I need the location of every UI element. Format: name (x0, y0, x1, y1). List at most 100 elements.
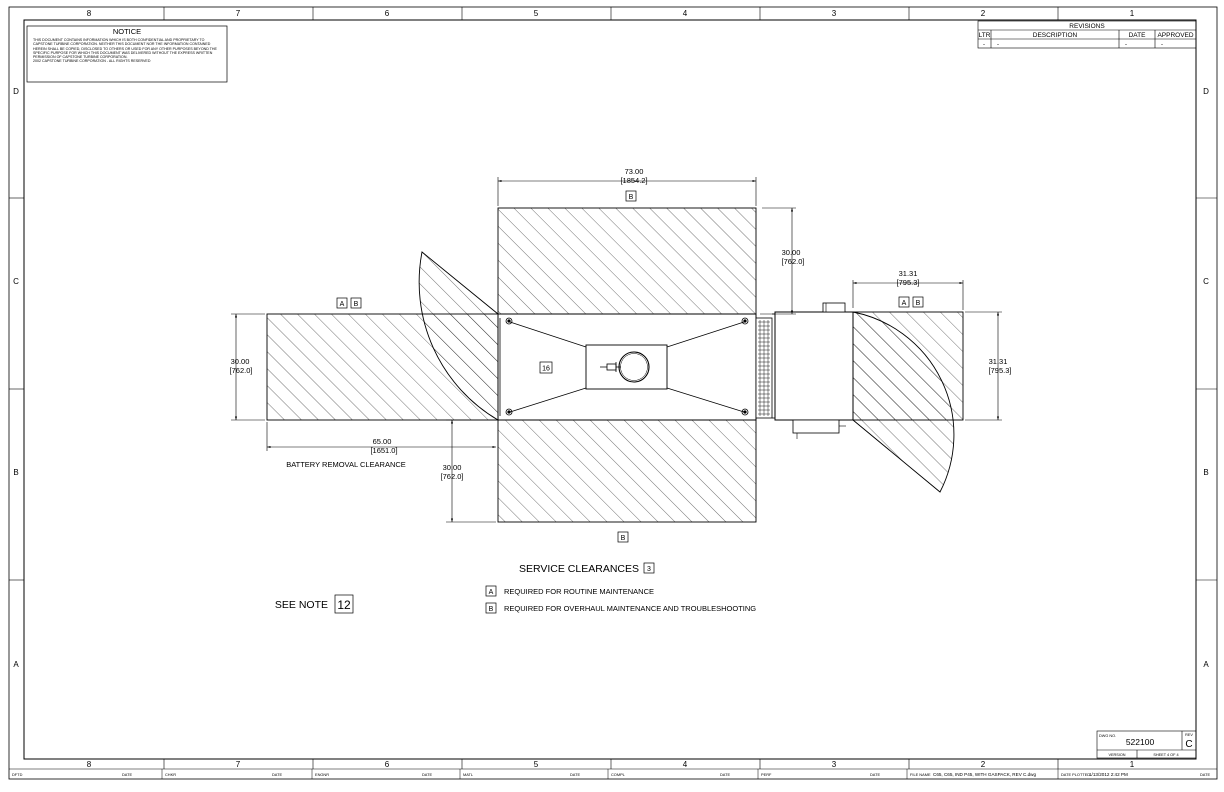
footer-matl: MATL (463, 772, 474, 777)
footer-compl: COMPL (611, 772, 626, 777)
revisions-table: REVISIONS LTR DESCRIPTION DATE APPROVED … (977, 20, 1197, 49)
note-12-ref: 12 (337, 598, 351, 612)
column-label: 2 (981, 760, 986, 769)
version-label: VERSION (1108, 753, 1125, 757)
row-label: C (13, 277, 19, 286)
clearance-zones (266, 207, 964, 523)
column-label: 1 (1130, 9, 1135, 18)
row-label: A (13, 660, 19, 669)
callout-b-right: B (916, 300, 921, 307)
revisions-cell: - (1161, 42, 1163, 48)
callout-b-top: B (629, 194, 634, 201)
footer-dftd: DFTD (12, 772, 23, 777)
footer-date: DATE (870, 772, 880, 777)
legend-b-text: REQUIRED FOR OVERHAUL MAINTENANCE AND TR… (504, 604, 756, 613)
footer-date: DATE (122, 772, 132, 777)
footer-plotted-label: DATE PLOTTED (1061, 772, 1090, 777)
column-label: 3 (832, 9, 837, 18)
item-16-callout: 16 (542, 366, 550, 373)
footer-filename-label: FILE NAME (910, 772, 931, 777)
bottom-clearance-zone (497, 419, 757, 523)
left-door-swing (418, 251, 499, 421)
drawing-frame (8, 6, 1218, 780)
revisions-cell: - (983, 42, 985, 48)
column-label: 2 (981, 9, 986, 18)
dim-top-width-mm: [1854.2] (620, 176, 647, 185)
main-enclosure (497, 313, 757, 421)
revisions-title: REVISIONS (1069, 23, 1105, 30)
callout-b-left: B (354, 301, 359, 308)
dim-battery-width-mm: [1651.0] (370, 446, 397, 455)
notice-box-outline (26, 25, 228, 83)
dim-right-width: 31.31 (899, 269, 918, 278)
column-label: 8 (87, 9, 92, 18)
row-label: C (1203, 277, 1209, 286)
exhaust-fitting (600, 362, 621, 372)
legend-a-text: REQUIRED FOR ROUTINE MAINTENANCE (504, 587, 654, 596)
footer-date: DATE (422, 772, 432, 777)
revisions-cell: - (997, 42, 999, 48)
row-labels: D C B A D C B A (13, 87, 1209, 669)
title-block: DWG NO. 522100 REV C VERSION SHEET 4 OF … (1096, 730, 1197, 759)
notice-body: THIS DOCUMENT CONTAINS INFORMATION WHICH… (33, 38, 217, 60)
row-label: B (1203, 468, 1208, 477)
rev-value: C (1185, 739, 1192, 750)
see-note-text: SEE NOTE (275, 599, 328, 611)
revisions-cell: - (1125, 42, 1127, 48)
footer-date: DATE (1200, 772, 1210, 777)
footer-band: DFTD DATE CHKR DATE ENGNR DATE MATL DATE… (12, 769, 1210, 779)
callout-a-left: A (340, 301, 345, 308)
column-label: 7 (236, 760, 241, 769)
column-label: 8 (87, 760, 92, 769)
rev-label: REV (1185, 733, 1193, 737)
dim-top-width: 73.00 (625, 167, 644, 176)
dim-right-height-mm: [795.3] (989, 366, 1012, 375)
legend-a-key: A (489, 589, 494, 596)
top-clearance-zone (497, 207, 757, 315)
column-labels-bottom: 8 7 6 5 4 3 2 1 (87, 760, 1135, 769)
gas-pack-top-fitting (822, 302, 846, 313)
note-3-ref: 3 (647, 566, 651, 573)
right-door-swing (852, 311, 955, 493)
revisions-header-description: DESCRIPTION (1033, 32, 1078, 39)
column-label: 1 (1130, 760, 1135, 769)
dim-bottom-clearance: 30.00 (443, 463, 462, 472)
row-label: D (1203, 87, 1209, 96)
corner-bolts (505, 317, 749, 416)
footer-filename: C65, C65, IND P45, WITH GASPACK, REV C.d… (933, 772, 1036, 777)
revisions-header-approved: APPROVED (1157, 32, 1193, 39)
footer-engnr: ENGNR (315, 772, 329, 777)
legend-b-key: B (489, 606, 494, 613)
row-label: B (13, 468, 18, 477)
column-label: 4 (683, 760, 688, 769)
footer-perf: PERF (761, 772, 772, 777)
notice-copyright: 2002 CAPSTONE TURBINE CORPORATION - ALL … (33, 59, 151, 64)
revisions-header-date: DATE (1129, 32, 1147, 39)
row-label: D (13, 87, 19, 96)
exhaust-housing (585, 344, 668, 390)
dwg-no: 522100 (1126, 737, 1155, 747)
footer-date: DATE (720, 772, 730, 777)
column-label: 3 (832, 760, 837, 769)
sheet-label: SHEET 4 OF 4 (1153, 753, 1178, 757)
dim-left-height-mm: [762.0] (230, 366, 253, 375)
service-clearances-title: SERVICE CLEARANCES (519, 563, 639, 575)
battery-removal-label: BATTERY REMOVAL CLEARANCE (286, 460, 406, 469)
gas-pack-bottom-fitting (792, 419, 840, 434)
column-label: 4 (683, 9, 688, 18)
dim-right-width-mm: [795.3] (897, 278, 920, 287)
notice-title: NOTICE (112, 27, 142, 36)
dim-right-height: 31.31 (989, 357, 1008, 366)
callout-b-bottom: B (621, 535, 626, 542)
callout-boxes: B B A B A B 16 3 A B 12 (334, 190, 924, 614)
confidentiality-notice: NOTICE THIS DOCUMENT CONTAINS INFORMATIO… (27, 26, 227, 82)
column-label: 7 (236, 9, 241, 18)
dwg-no-label: DWG NO. (1099, 734, 1116, 738)
dim-top-clearance: 30.00 (782, 248, 801, 257)
dim-left-height: 30.00 (231, 357, 250, 366)
dimension-lines (231, 177, 1002, 523)
column-labels-top: 8 7 6 5 4 3 2 1 (87, 9, 1135, 18)
gas-pack-enclosure (774, 311, 854, 421)
footer-date: DATE (570, 772, 580, 777)
